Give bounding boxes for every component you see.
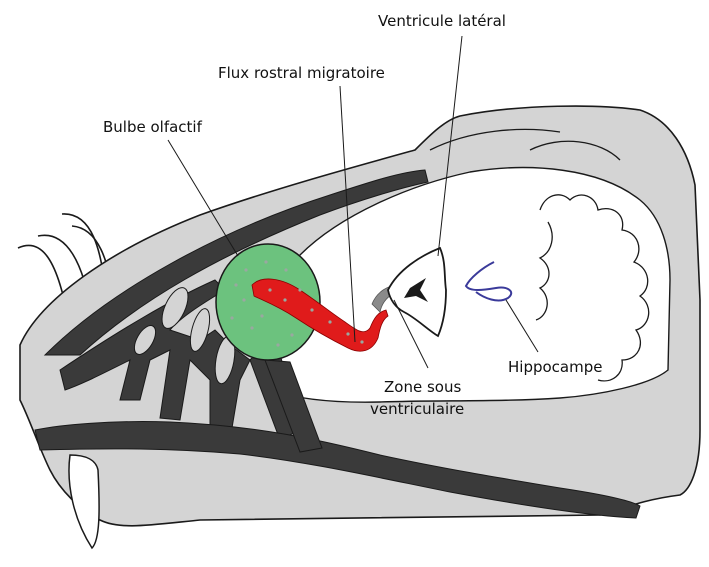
label-lateral-ventricle: Ventricule latéral [378,12,506,30]
incisor-tooth [69,455,99,548]
label-olfactory-bulb: Bulbe olfactif [103,118,203,136]
label-rostral-migratory-stream: Flux rostral migratoire [218,64,385,82]
label-hippocampus: Hippocampe [508,358,602,376]
label-subventricular-zone-line2: ventriculaire [370,400,464,418]
label-subventricular-zone-line1: Zone sous [384,378,461,396]
